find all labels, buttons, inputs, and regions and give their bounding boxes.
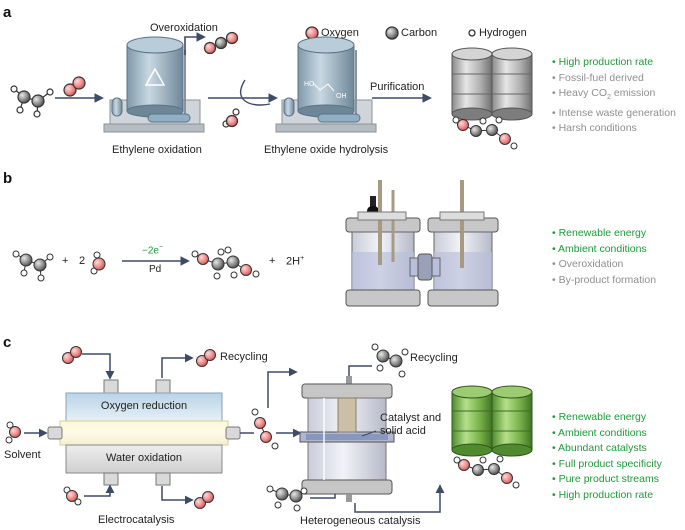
co2-molecule-icon	[203, 31, 239, 55]
bullet-item: High production rate	[552, 488, 662, 504]
bullet-item: Ambient conditions	[552, 426, 662, 442]
bullet-item: By-product formation	[552, 273, 656, 289]
legend-hydrogen-icon	[468, 29, 476, 37]
bullet-item: Abundant catalysts	[552, 441, 662, 457]
legend-carbon-label: Carbon	[401, 27, 438, 39]
legend-oxygen-label: Oxygen	[321, 27, 359, 39]
plus-sign: +	[62, 255, 69, 267]
legend-carbon-icon	[385, 26, 399, 40]
recycling-label: Recycling	[410, 352, 458, 364]
water-oxidation-label: Water oxidation	[105, 452, 183, 464]
ethylene-glycol-molecule-icon	[453, 455, 520, 489]
ethylene-molecule-icon	[266, 485, 308, 512]
h-cell-icon	[345, 180, 499, 307]
bullet-item: Overoxidation	[552, 257, 656, 273]
water-molecule-icon	[222, 108, 240, 128]
bullet-item: Harsh conditions	[552, 121, 676, 137]
reactor-vessel-icon	[103, 36, 205, 133]
oxygen-molecule-icon	[62, 346, 82, 364]
bullet-item: Full product specificity	[552, 457, 662, 473]
ethylene-glycol-molecule-icon	[452, 116, 518, 150]
ethylene-glycol-molecule-icon	[191, 246, 260, 280]
svg-text:HO: HO	[304, 81, 315, 88]
solvent-label: Solvent	[4, 449, 41, 461]
oxygen-reduction-label: Oxygen reduction	[100, 400, 188, 412]
panel-letter-b: b	[3, 170, 13, 187]
catalyst-pd-label: Pd	[149, 264, 162, 275]
oxygen-molecule-icon	[63, 76, 86, 97]
protons-label: 2H+	[286, 255, 305, 268]
barrel-icon	[491, 47, 533, 121]
overoxidation-label: Overoxidation	[150, 22, 218, 34]
hydrogen-peroxide-molecule-icon	[251, 408, 279, 450]
flow-reactor-icon	[299, 376, 395, 502]
bullet-item: Fossil-fuel derived	[552, 71, 676, 87]
step-ethylene-oxidation-label: Ethylene oxidation	[112, 144, 202, 156]
legend-hydrogen-label: Hydrogen	[479, 27, 527, 39]
ethylene-molecule-icon	[371, 343, 409, 378]
reactor-vessel-icon: HO OH	[275, 36, 377, 133]
panel-letter-a: a	[3, 4, 12, 21]
bullet-item: Ambient conditions	[552, 242, 656, 258]
stoichiometric-coefficient: 2	[79, 255, 86, 267]
electron-transfer-label: −2e−	[142, 244, 164, 257]
barrel-icon	[451, 47, 493, 121]
heterogeneous-catalysis-label: Heterogeneous catalysis	[300, 515, 421, 527]
barrel-icon	[491, 385, 533, 457]
bullet-item: Pure product streams	[552, 472, 662, 488]
purification-label: Purification	[370, 81, 425, 93]
panel-c-bullet-list: Renewable energy Ambient conditions Abun…	[552, 410, 662, 503]
bullet-item: High production rate	[552, 55, 676, 71]
step-hydrolysis-label: Ethylene oxide hydrolysis	[264, 144, 389, 156]
panel-letter-c: c	[3, 334, 12, 351]
bullet-item: Renewable energy	[552, 226, 656, 242]
recycling-label: Recycling	[220, 351, 268, 363]
svg-text:OH: OH	[336, 93, 347, 100]
panel-b-bullet-list: Renewable energy Ambient conditions Over…	[552, 226, 656, 288]
bullet-item: Intense waste generation	[552, 106, 676, 122]
oxygen-molecule-icon	[194, 491, 214, 509]
water-molecule-icon	[5, 421, 21, 444]
plus-sign: +	[269, 255, 276, 267]
panel-a-bullet-list: High production rate Fossil-fuel derived…	[552, 55, 676, 137]
bullet-item: Renewable energy	[552, 410, 662, 426]
water-molecule-icon	[90, 251, 106, 275]
water-molecule-icon	[63, 486, 82, 506]
electrochemical-cell-icon	[47, 379, 241, 486]
ethylene-molecule-icon	[12, 250, 54, 282]
ethylene-molecule-icon	[10, 85, 54, 118]
bullet-item: Heavy CO2 emission	[552, 86, 676, 106]
oxygen-molecule-icon	[196, 349, 216, 367]
barrel-icon	[451, 385, 493, 457]
electrocatalysis-label: Electrocatalysis	[98, 514, 175, 526]
